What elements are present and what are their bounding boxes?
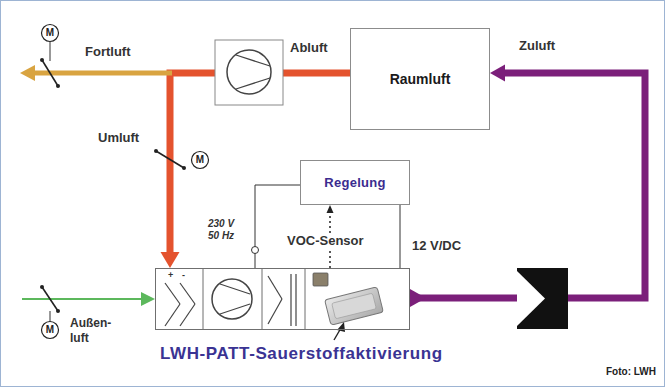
device-body <box>325 287 384 325</box>
damper-pivot <box>182 166 186 170</box>
duct-silencer <box>517 268 568 329</box>
arrowhead <box>327 205 334 213</box>
fan-housing <box>215 40 283 105</box>
device-cover <box>332 293 377 319</box>
filter-symbol <box>165 283 180 304</box>
motor-label: M <box>42 25 58 41</box>
sensor-photo <box>313 273 328 286</box>
control-label: Regelung <box>324 175 386 190</box>
device-photo <box>325 287 384 325</box>
motor-symbol <box>192 152 209 169</box>
supply-outlet-arrow <box>410 289 426 307</box>
motor-symbol <box>42 322 59 339</box>
damper-blade <box>42 60 58 86</box>
leader-arrowhead <box>337 322 345 332</box>
damper-pivot <box>154 149 158 153</box>
motor-symbol <box>42 25 59 42</box>
exhaust-duct <box>34 71 172 76</box>
filter-symbol <box>180 304 195 326</box>
power-wire-line <box>400 205 401 268</box>
power-wire-line <box>255 185 300 268</box>
damper-blade <box>156 151 184 168</box>
damper-pivot <box>56 309 60 313</box>
polarity-label: + <box>168 270 173 280</box>
flow-label: Fortluft <box>85 44 130 59</box>
sensor-label: VOC-Sensor <box>285 233 366 248</box>
flow-label: Zuluft <box>519 38 555 53</box>
filter-symbol <box>165 304 180 326</box>
air-handling-unit: LWH-PATT-Sauerstoffaktivierung <box>155 268 410 330</box>
flow-label: Umluft <box>98 130 139 145</box>
damper-pivot <box>56 84 60 88</box>
fan-symbol <box>212 279 252 319</box>
duct-silencer-notch <box>517 271 545 326</box>
flow-label: Außen- luft <box>70 316 124 346</box>
motor-label: M <box>42 322 58 338</box>
fan-symbol-line <box>236 55 270 66</box>
section-divider <box>203 268 204 330</box>
photo-credit: Foto: LWH <box>606 366 656 377</box>
arrowhead <box>490 65 505 82</box>
damper-blade <box>42 287 58 311</box>
filter-symbol <box>295 274 296 326</box>
motor-link <box>50 42 51 61</box>
flow-label: Abluft <box>290 40 328 55</box>
fan-symbol <box>227 50 271 94</box>
filter-symbol <box>268 299 282 324</box>
damper-pivot <box>40 285 44 289</box>
voltage-label: 12 V/DC <box>412 238 461 253</box>
room-box: Raumluft <box>350 28 490 130</box>
outside-air-arrowhead <box>141 292 155 306</box>
exhaust-arrowhead <box>20 65 35 81</box>
motor-label: M <box>192 152 208 168</box>
power-wire <box>255 185 300 268</box>
outside-air-line <box>22 298 142 300</box>
unit-caption: LWH-PATT-Sauerstoffaktivierung <box>160 344 443 364</box>
filter-symbol <box>268 276 282 299</box>
section-divider <box>305 268 306 330</box>
control-box: Regelung <box>300 160 410 205</box>
power-wire <box>400 205 401 268</box>
power-plug <box>252 247 259 254</box>
room-label: Raumluft <box>390 71 451 87</box>
filter-symbol <box>290 274 291 326</box>
fan-symbol-line <box>220 284 250 294</box>
arrowhead <box>161 252 180 268</box>
voltage-label: 230 V 50 Hz <box>208 218 246 242</box>
section-divider <box>262 268 263 330</box>
polarity-label: - <box>182 270 185 280</box>
damper-pivot <box>40 58 44 62</box>
fan-symbol-line <box>236 78 270 89</box>
motor-link <box>50 311 51 321</box>
fan-symbol-line <box>220 304 250 314</box>
filter-symbol <box>180 283 195 304</box>
